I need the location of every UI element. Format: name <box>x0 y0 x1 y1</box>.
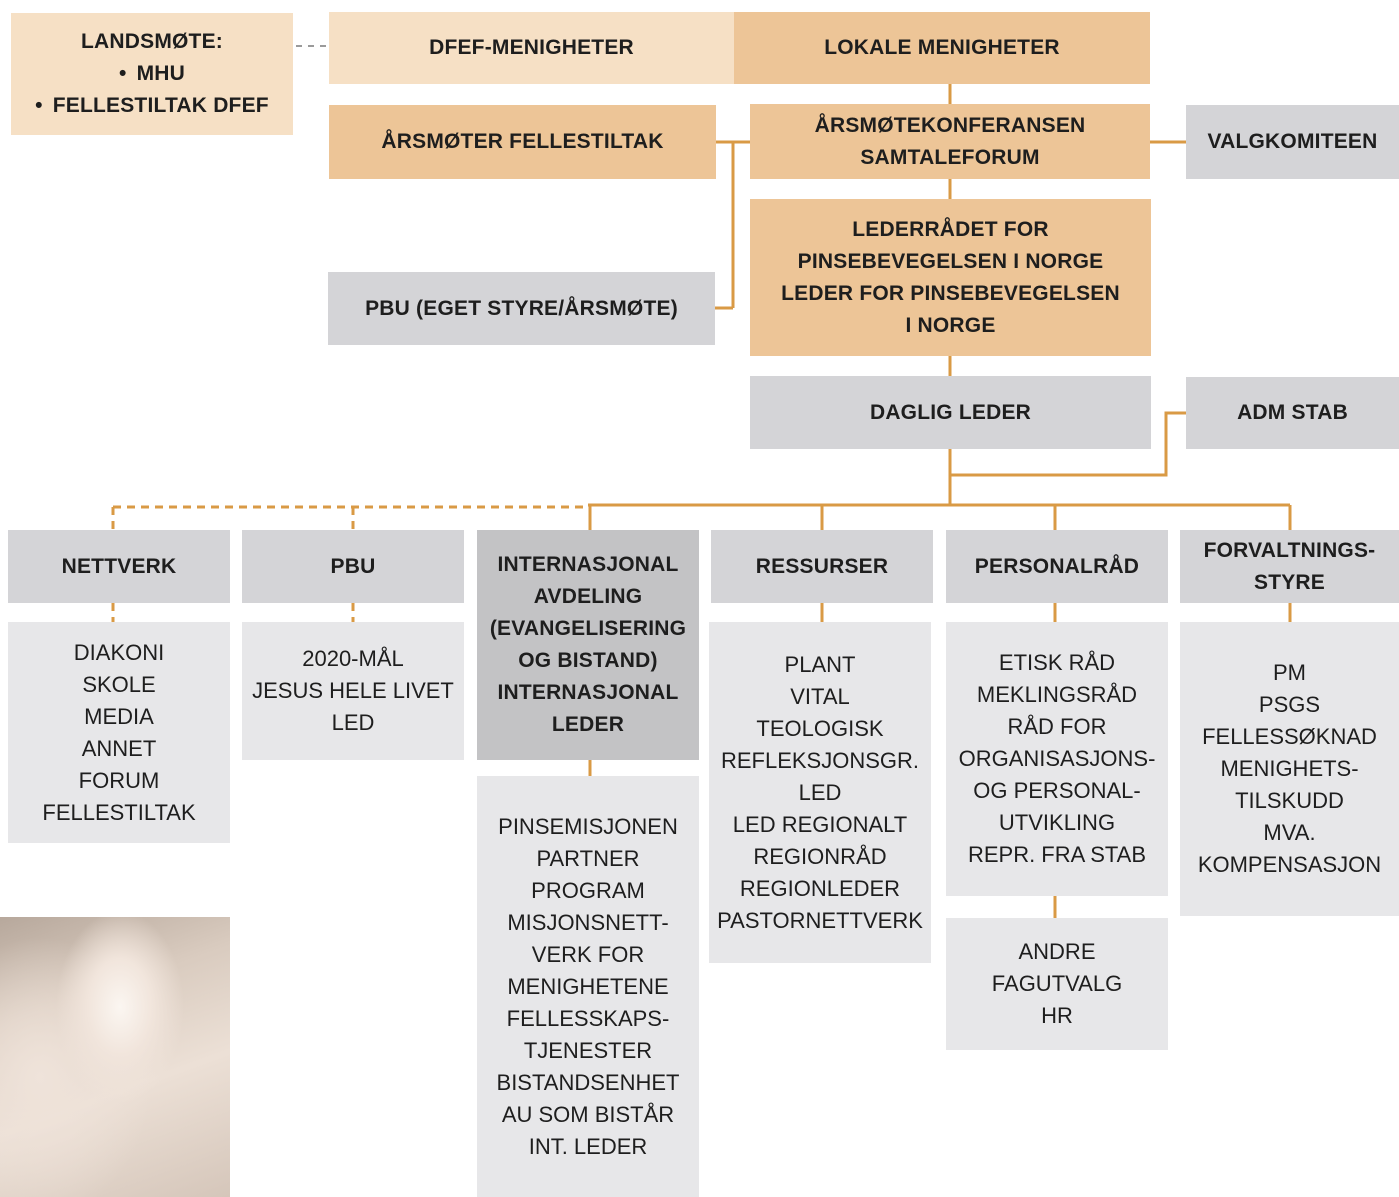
list-item: VERK FOR <box>531 941 645 967</box>
lederradet-line-2: PINSEBEVEGELSEN I NORGE <box>797 249 1104 273</box>
dfef-menigheter-label: DFEF-MENIGHETER <box>429 36 634 59</box>
list-item: PASTORNETTVERK <box>717 907 923 933</box>
list-item: FELLESTILTAK <box>42 799 196 825</box>
list-item: BISTANDSENHET <box>496 1069 680 1095</box>
list-item: FELLESSØKNAD <box>1202 724 1377 749</box>
list-item: ANDRE <box>1018 939 1096 964</box>
pbu-styre-label: PBU (EGET STYRE/ÅRSMØTE) <box>365 296 678 320</box>
pbu-header: PBU <box>242 530 464 603</box>
lederradet-line-1: LEDERRÅDET FOR <box>852 217 1049 241</box>
landsmote-item-mhu: •MHU <box>119 62 185 85</box>
list-item: MEKLINGSRÅD <box>976 682 1138 707</box>
list-item: ANNET <box>81 735 157 761</box>
lokale-menigheter-label: LOKALE MENIGHETER <box>824 36 1060 59</box>
lederradet-line-3: LEDER FOR PINSEBEVEGELSEN <box>781 281 1120 305</box>
internasjonal-header: INTERNASJONAL AVDELING (EVANGELISERING O… <box>477 530 699 760</box>
valgkomiteen-label: VALGKOMITEEN <box>1207 130 1378 153</box>
personalrad-sub-list: ANDRE FAGUTVALG HR <box>946 918 1168 1050</box>
list-item: REGIONRÅD <box>753 843 887 869</box>
list-item: 2020-MÅL <box>302 646 404 671</box>
list-item: SKOLE <box>82 671 156 697</box>
list-item: JESUS HELE LIVET <box>252 678 454 703</box>
list-item: MVA. <box>1263 820 1316 845</box>
nettverk-header: NETTVERK <box>8 530 230 603</box>
list-item: DIAKONI <box>73 639 165 665</box>
list-item: REGIONLEDER <box>739 875 901 901</box>
list-item: REPR. FRA STAB <box>967 842 1147 867</box>
list-item: OG PERSONAL- <box>973 778 1141 803</box>
arsmoter-fellestiltak-label: ÅRSMØTER FELLESTILTAK <box>381 130 664 153</box>
personalrad-list: ETISK RÅD MEKLINGSRÅD RÅD FOR ORGANISASJ… <box>946 622 1168 896</box>
pbu-list: 2020-MÅL JESUS HELE LIVET LED <box>242 622 464 760</box>
ressurser-list: PLANT VITAL TEOLOGISK REFLEKSJONSGR. LED… <box>709 622 931 963</box>
list-item: PROGRAM <box>531 877 645 903</box>
list-item: PINSEMISJONEN <box>498 813 678 839</box>
list-item: AU SOM BISTÅR <box>501 1101 675 1127</box>
list-item: UTVIKLING <box>998 810 1116 835</box>
list-item: MISJONSNETT- <box>507 909 669 935</box>
adm-stab-box: ADM STAB <box>1186 377 1399 449</box>
list-item: TEOLOGISK <box>756 715 884 741</box>
list-item: FORUM <box>78 767 160 793</box>
ressurser-header: RESSURSER <box>711 530 933 603</box>
background-photo <box>0 917 230 1197</box>
nettverk-list: DIAKONI SKOLE MEDIA ANNET FORUM FELLESTI… <box>8 622 230 843</box>
list-item: LED REGIONALT <box>732 811 908 837</box>
daglig-leder-box: DAGLIG LEDER <box>750 376 1151 449</box>
valgkomiteen-box: VALGKOMITEEN <box>1186 105 1399 179</box>
list-item: TJENESTER <box>523 1037 653 1063</box>
list-item: REFLEKSJONSGR. <box>720 747 920 773</box>
daglig-leder-label: DAGLIG LEDER <box>869 400 1032 424</box>
list-item: MENIGHETENE <box>507 973 669 999</box>
list-item: LED <box>331 710 375 735</box>
lokale-menigheter-box: LOKALE MENIGHETER <box>734 12 1150 84</box>
list-item: FELLESSKAPS- <box>506 1005 670 1031</box>
list-item: PARTNER <box>536 845 640 871</box>
list-item: ORGANISASJONS- <box>958 746 1156 771</box>
landsmote-title: LANDSMØTE: <box>81 30 223 53</box>
list-item: INT. LEDER <box>528 1133 648 1159</box>
list-item: MEDIA <box>84 703 154 729</box>
list-item: HR <box>1041 1003 1073 1028</box>
list-item: PSGS <box>1258 692 1321 717</box>
landsmote-box: LANDSMØTE: •MHU •FELLESTILTAK DFEF <box>11 13 293 135</box>
arsmotekonferansen-label: ÅRSMØTEKONFERANSEN <box>814 113 1086 137</box>
internasjonal-list: PINSEMISJONEN PARTNER PROGRAM MISJONSNET… <box>477 776 699 1197</box>
forvaltning-list: PM PSGS FELLESSØKNAD MENIGHETS- TILSKUDD… <box>1180 622 1399 916</box>
personalrad-header: PERSONALRÅD <box>946 530 1168 603</box>
forvaltningsstyre-header: FORVALTNINGS- STYRE <box>1180 530 1399 603</box>
adm-stab-label: ADM STAB <box>1237 401 1348 424</box>
list-item: MENIGHETS- <box>1220 756 1359 781</box>
lederradet-box: LEDERRÅDET FOR PINSEBEVEGELSEN I NORGE L… <box>750 199 1151 356</box>
arsmotekonferansen-box: ÅRSMØTEKONFERANSEN SAMTALEFORUM <box>750 104 1150 179</box>
dfef-menigheter-box: DFEF-MENIGHETER <box>329 12 734 84</box>
samtaleforum-label: SAMTALEFORUM <box>860 145 1040 169</box>
list-item: RÅD FOR <box>1007 714 1107 739</box>
landsmote-item-fellestiltak: •FELLESTILTAK DFEF <box>35 94 269 117</box>
list-item: VITAL <box>790 683 850 709</box>
lederradet-line-4: I NORGE <box>905 313 996 337</box>
list-item: ETISK RÅD <box>998 650 1116 675</box>
list-item: TILSKUDD <box>1235 788 1344 813</box>
arsmoter-fellestiltak-box: ÅRSMØTER FELLESTILTAK <box>329 105 716 179</box>
list-item: PLANT <box>784 651 856 677</box>
pbu-styre-box: PBU (EGET STYRE/ÅRSMØTE) <box>328 272 715 345</box>
list-item: FAGUTVALG <box>991 971 1123 996</box>
list-item: PM <box>1273 660 1306 685</box>
list-item: KOMPENSASJON <box>1197 852 1382 877</box>
list-item: LED <box>798 779 842 805</box>
